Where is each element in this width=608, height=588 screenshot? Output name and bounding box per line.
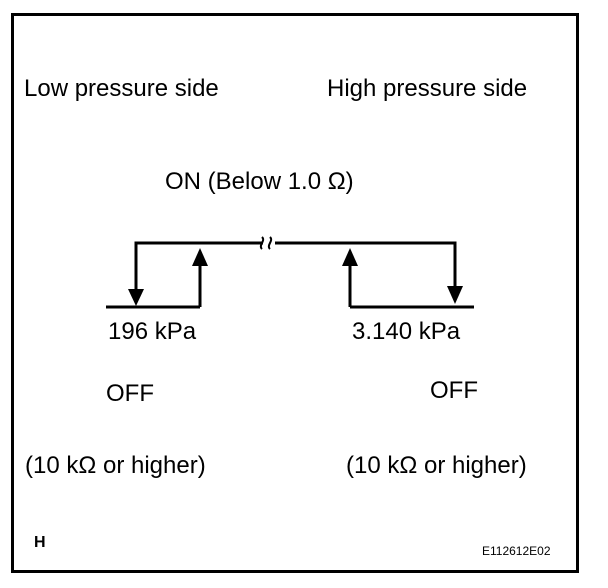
on-state-label: ON (Below 1.0 Ω) — [165, 168, 354, 195]
off-right-label: OFF — [430, 377, 478, 404]
right-up-arrow — [342, 248, 358, 266]
right-down-arrow — [447, 286, 463, 304]
figure-code: E112612E02 — [482, 544, 551, 558]
low-pressure-value: 196 kPa — [108, 318, 197, 345]
corner-letter: H — [34, 534, 46, 551]
high-pressure-side-label: High pressure side — [327, 75, 528, 102]
off-left-label: OFF — [106, 380, 154, 407]
diagram-frame — [11, 13, 579, 573]
break-symbol — [259, 236, 273, 250]
resistance-right-label: (10 kΩ or higher) — [346, 452, 527, 479]
left-down-arrow — [128, 289, 144, 306]
high-pressure-value: 3.140 kPa — [352, 318, 461, 345]
resistance-left-label: (10 kΩ or higher) — [25, 452, 206, 479]
left-up-arrow — [192, 248, 208, 266]
low-pressure-side-label: Low pressure side — [24, 75, 219, 102]
right-hysteresis-path — [275, 241, 457, 290]
left-hysteresis-path — [134, 241, 263, 294]
